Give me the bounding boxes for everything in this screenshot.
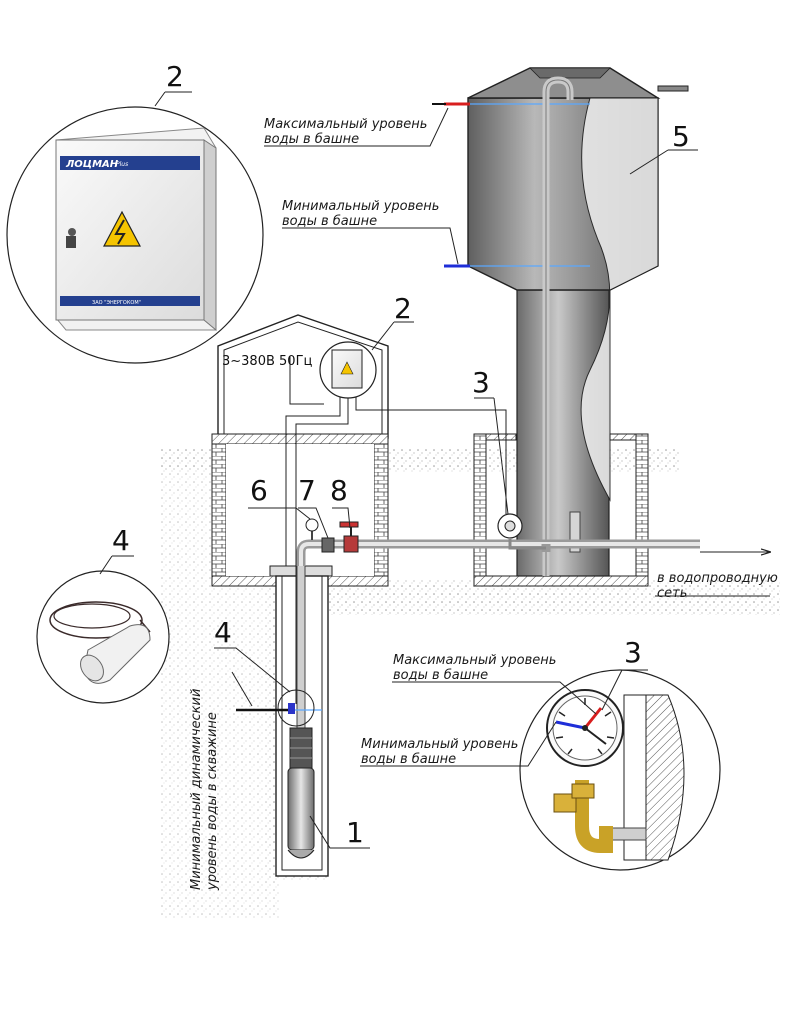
cabinet-maker: ЗАО "ЭНЕРГОКОМ": [92, 300, 141, 306]
control-box-house: [319, 341, 377, 399]
to-network-line1: в водопроводную: [657, 571, 778, 586]
max-level-tower-line2: воды в башне: [264, 132, 359, 147]
tower-contact-gauge: [497, 513, 546, 550]
number-8-gate-valve: 8: [330, 474, 348, 507]
label-gauge-min: Минимальный уровень воды в башне: [361, 737, 518, 767]
number-4-well: 4: [214, 616, 232, 649]
gauge-max-line2: воды в башне: [393, 668, 488, 683]
number-3-gauge: 3: [624, 636, 642, 669]
gauge-min-line1: Минимальный уровень: [361, 737, 518, 752]
label-min-level-tower: Минимальный уровень воды в башне: [282, 199, 439, 229]
pressure-gauge-6: [305, 518, 319, 540]
gauge-max-line1: Максимальный уровень: [393, 653, 556, 668]
min-dynamic-line1: Минимальный динамический: [189, 689, 204, 890]
number-3-tower: 3: [472, 366, 490, 399]
label-min-dynamic-level: Минимальный динамический уровень воды в …: [189, 689, 220, 891]
label-to-network: в водопроводную сеть: [657, 571, 778, 601]
number-1-pump: 1: [346, 816, 364, 849]
gate-valve-8: [339, 521, 359, 553]
number-5-tower: 5: [672, 120, 690, 153]
control-cabinet-callout: [6, 106, 264, 364]
number-7-check-valve: 7: [298, 474, 316, 507]
contact-gauge-callout: [519, 669, 721, 871]
wiring: [285, 356, 507, 704]
label-gauge-max: Максимальный уровень воды в башне: [393, 653, 556, 683]
submersible-pump: [287, 727, 315, 859]
min-dynamic-line2: уровень воды в скважине: [205, 712, 220, 891]
max-level-tower-line1: Максимальный уровень: [264, 117, 427, 132]
to-network-line2: сеть: [657, 586, 687, 601]
number-4-sensor: 4: [112, 524, 130, 557]
number-2-house: 2: [394, 292, 412, 325]
cabinet-brand-suffix: Plus: [116, 161, 128, 168]
min-level-tower-line2: воды в башне: [282, 214, 377, 229]
check-valve-7: [321, 537, 335, 553]
number-6-gauge: 6: [250, 474, 268, 507]
number-2-cabinet: 2: [166, 60, 184, 93]
float-sensor-callout: [36, 570, 170, 704]
high-voltage-icon: [103, 210, 141, 247]
cabinet-brand: ЛОЦМАН: [65, 159, 119, 170]
leader-lines: [99, 91, 770, 849]
power-supply-label: 3~380В 50Гц: [222, 354, 312, 369]
min-level-tower-line1: Минимальный уровень: [282, 199, 439, 214]
water-tower: [466, 67, 689, 577]
gauge-min-line2: воды в башне: [361, 752, 456, 767]
label-max-level-tower: Максимальный уровень воды в башне: [264, 117, 427, 147]
